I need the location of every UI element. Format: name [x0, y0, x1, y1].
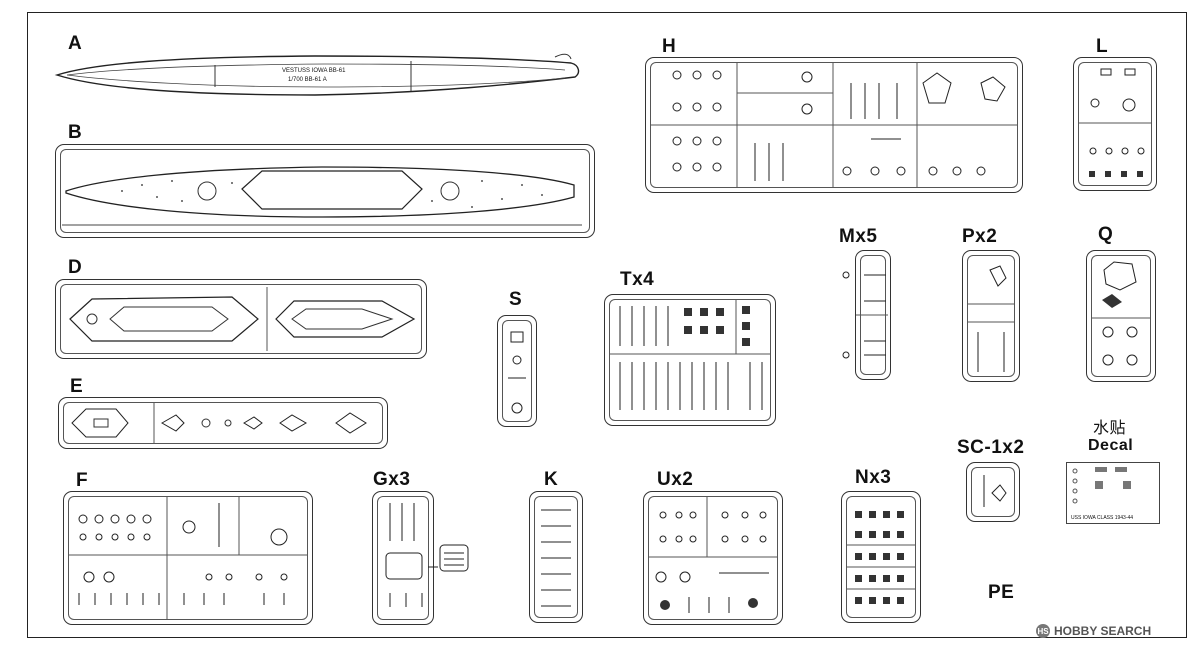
parts-H — [651, 63, 1017, 187]
hull-text-2: 1/700 BB-61 A — [288, 77, 327, 83]
label-L: L — [1096, 36, 1109, 57]
parts-SC — [983, 475, 1007, 507]
sprue-K — [529, 491, 583, 623]
hobbysearch-logo-icon: HS — [1036, 624, 1050, 638]
sprue-F — [63, 491, 313, 625]
label-K: K — [544, 469, 559, 490]
parts-P — [968, 265, 1014, 372]
deck-part-B — [62, 166, 582, 226]
parts-U — [649, 497, 777, 613]
label-E: E — [70, 376, 84, 397]
decal-title-en: Decal — [1088, 437, 1134, 454]
watermark-text: HOBBY SEARCH — [1054, 624, 1152, 638]
parts-N — [847, 511, 915, 604]
label-PE: PE — [988, 582, 1015, 603]
parts-E — [71, 403, 367, 443]
sprue-SC — [966, 462, 1020, 522]
label-Ux2: Ux2 — [657, 469, 694, 490]
label-A: A — [68, 33, 83, 54]
hull-part-A — [54, 53, 580, 96]
watermark: HS HOBBY SEARCH — [1036, 624, 1151, 638]
sprue-L — [1073, 57, 1157, 191]
parts-Q — [1092, 261, 1150, 366]
sheet-border — [27, 12, 1187, 638]
sprue-N — [841, 491, 921, 623]
deck-parts-D — [69, 287, 416, 351]
label-H: H — [662, 36, 677, 57]
parts-T — [610, 300, 770, 410]
decal-footer: USS IOWA CLASS 1943-44 — [1071, 515, 1134, 521]
label-Tx4: Tx4 — [620, 269, 655, 290]
decal-sheet: USS IOWA CLASS 1943-44 — [1066, 462, 1160, 524]
label-Gx3: Gx3 — [373, 469, 411, 490]
parts-M — [842, 271, 888, 359]
label-Mx5: Mx5 — [839, 226, 878, 247]
label-S: S — [509, 289, 523, 310]
parts-L — [1079, 68, 1151, 177]
label-SC1x2: SC-1x2 — [957, 437, 1025, 458]
label-B: B — [68, 122, 83, 143]
parts-S — [508, 331, 526, 414]
parts-F — [69, 497, 307, 619]
label-Nx3: Nx3 — [855, 467, 892, 488]
label-Q: Q — [1098, 224, 1114, 245]
parts-K — [541, 509, 571, 607]
label-Px2: Px2 — [962, 226, 998, 247]
label-F: F — [76, 470, 89, 491]
parts-G — [385, 503, 469, 607]
hull-text-1: VESTUSS IOWA BB-61 — [282, 68, 346, 74]
label-D: D — [68, 257, 83, 278]
decal-title-cn: 水贴 — [1093, 418, 1127, 437]
